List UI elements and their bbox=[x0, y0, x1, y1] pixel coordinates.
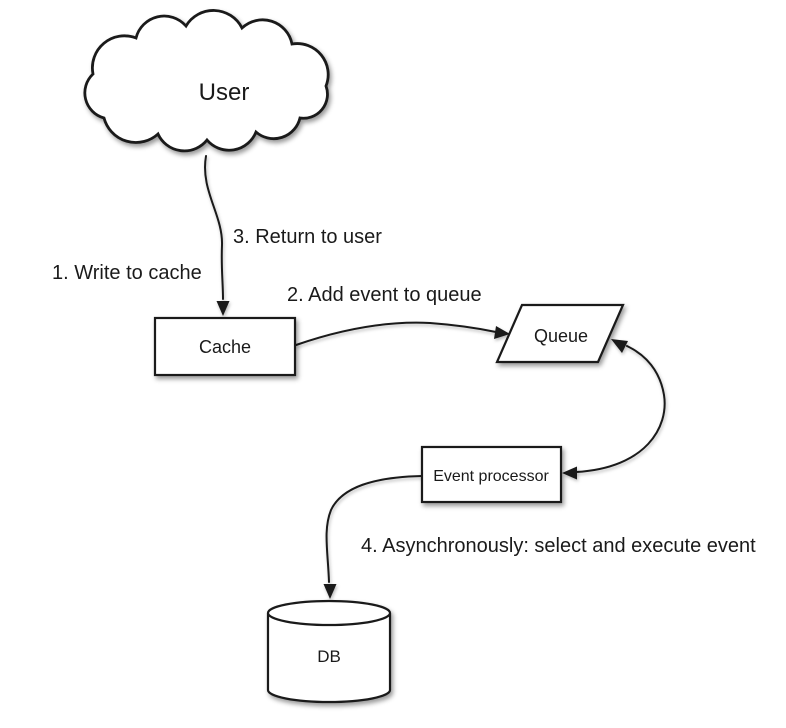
label-write-to-cache: 1. Write to cache bbox=[52, 262, 202, 284]
cache-box bbox=[153, 316, 297, 377]
label-return-to-user: 3. Return to user bbox=[233, 226, 382, 248]
queue-node: Queue bbox=[495, 303, 625, 364]
arrowhead-into-db bbox=[323, 584, 337, 599]
cache-label: Cache bbox=[199, 337, 251, 357]
db-node: DB bbox=[266, 599, 392, 704]
arrowhead-into-event-processor bbox=[562, 466, 577, 480]
db-label: DB bbox=[317, 647, 341, 666]
cloud-shape bbox=[83, 9, 330, 153]
edge-queue-event-processor bbox=[575, 345, 666, 473]
cache-node: Cache bbox=[153, 316, 297, 377]
arrowhead-into-queue-right bbox=[611, 339, 628, 353]
edge-event-processor-to-db bbox=[325, 475, 423, 583]
event-processor-node: Event processor bbox=[420, 445, 563, 504]
queue-parallelogram bbox=[495, 303, 625, 364]
arrowhead-into-queue-left bbox=[494, 326, 510, 339]
label-async-select-execute: 4. Asynchronously: select and execute ev… bbox=[361, 535, 756, 557]
edge-user-to-cache bbox=[204, 155, 224, 300]
queue-label: Queue bbox=[534, 326, 588, 346]
event-processor-box bbox=[420, 445, 563, 504]
db-cylinder-top bbox=[266, 599, 392, 627]
user-cloud-node: User bbox=[83, 9, 330, 153]
db-cylinder-body bbox=[266, 613, 392, 704]
edge-cache-to-queue bbox=[295, 321, 497, 346]
user-label: User bbox=[199, 79, 250, 106]
event-processor-label: Event processor bbox=[433, 468, 549, 485]
label-add-event-to-queue: 2. Add event to queue bbox=[287, 284, 482, 306]
arrowhead-into-cache bbox=[216, 301, 230, 316]
